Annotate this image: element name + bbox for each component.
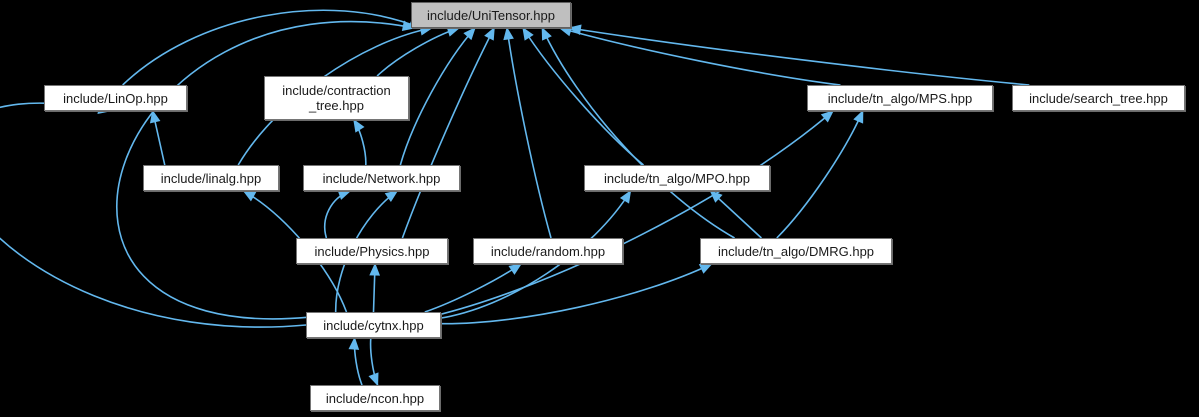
edge-arrowhead	[853, 109, 864, 124]
graph-node-linop[interactable]: include/LinOp.hpp	[44, 85, 187, 111]
edge-cytnx-to-ncon	[369, 337, 379, 386]
edge-arrowhead	[368, 372, 379, 387]
edge-dmrg-to-unitensor	[541, 27, 735, 239]
edge-arrowhead	[353, 118, 365, 133]
edge-arrowhead	[446, 26, 461, 37]
graph-node-ncon[interactable]: include/ncon.hpp	[310, 385, 440, 411]
edge-arrowhead	[484, 26, 495, 41]
edge-dmrg-to-mpo	[709, 190, 762, 239]
graph-node-dmrg[interactable]: include/tn_algo/DMRG.hpp	[700, 238, 892, 264]
edge-arrowhead	[348, 336, 360, 350]
edge-ncon-to-cytnx	[353, 337, 363, 386]
graph-node-mps[interactable]: include/tn_algo/MPS.hpp	[807, 85, 993, 111]
edge-cytnx-to-random	[424, 263, 522, 313]
graph-node-cytnx[interactable]: include/cytnx.hpp	[306, 312, 441, 338]
graph-node-mpo[interactable]: include/tn_algo/MPO.hpp	[584, 165, 770, 191]
edge-arrowhead	[384, 190, 399, 203]
edge-network-to-unitensor	[399, 27, 476, 166]
edge-mps-to-unitensor	[559, 27, 841, 86]
edge-random-to-unitensor	[506, 27, 552, 239]
edge-arrowhead	[522, 26, 534, 41]
graph-node-contraction_tree[interactable]: include/contraction _tree.hpp	[264, 76, 409, 120]
graph-node-unitensor[interactable]: include/UniTensor.hpp	[411, 2, 571, 28]
edge-physics-to-network	[324, 190, 351, 239]
edge-arrowhead	[149, 109, 161, 124]
edge-physics-to-unitensor	[401, 27, 495, 239]
edge-arrowhead	[369, 262, 381, 276]
edge-linalg-to-linop	[151, 110, 166, 166]
edge-dmrg-to-mps	[776, 110, 864, 239]
graph-node-network[interactable]: include/Network.hpp	[303, 165, 460, 191]
edge-cytnx-to-physics	[372, 263, 376, 313]
edge-arrowhead	[337, 189, 352, 200]
edge-network-to-contraction_tree	[353, 119, 367, 166]
edge-cytnx-to-linop	[0, 102, 307, 328]
graph-node-linalg[interactable]: include/linalg.hpp	[143, 165, 279, 191]
edge-arrowhead	[820, 110, 835, 123]
edge-arrowhead	[508, 263, 523, 275]
edge-search_tree-to-unitensor	[569, 27, 1030, 86]
edge-arrowhead	[619, 189, 632, 204]
edge-arrowhead	[463, 27, 476, 41]
edge-linop-to-unitensor	[122, 9, 421, 86]
graph-node-physics[interactable]: include/Physics.hpp	[296, 238, 448, 264]
edge-mpo-to-unitensor	[522, 27, 645, 166]
edge-contraction_tree-to-unitensor	[376, 27, 460, 77]
edge-arrowhead	[698, 263, 713, 274]
edge-arrowhead	[503, 26, 514, 41]
edge-cytnx-to-mps	[434, 110, 834, 317]
edge-arrowhead	[242, 190, 257, 202]
edge-arrowhead	[568, 24, 582, 36]
graph-node-search_tree[interactable]: include/search_tree.hpp	[1012, 85, 1185, 111]
edge-cytnx-to-dmrg	[440, 263, 712, 325]
edge-arrowhead	[709, 190, 723, 203]
graph-node-random[interactable]: include/random.hpp	[473, 238, 623, 264]
edge-arrowhead	[541, 26, 552, 41]
